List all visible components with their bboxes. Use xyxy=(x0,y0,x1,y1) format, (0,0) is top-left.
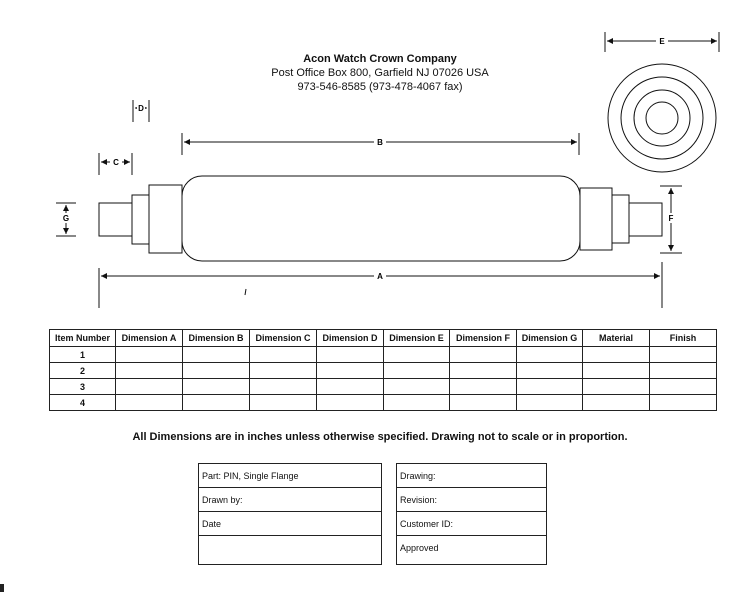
cell[interactable] xyxy=(449,394,517,411)
col-material: Material xyxy=(582,329,650,347)
row-item-number: 3 xyxy=(49,378,116,395)
dim-a-label: A xyxy=(377,272,383,281)
col-dimension-d: Dimension D xyxy=(316,329,384,347)
cell[interactable] xyxy=(516,394,583,411)
revision-field[interactable]: Revision: xyxy=(397,488,546,512)
cell[interactable] xyxy=(649,346,717,363)
dim-g-label: G xyxy=(63,214,69,223)
company-phone: 973-546-8585 (973-478-4067 fax) xyxy=(297,81,463,93)
title-block-left: Part: PIN, Single Flange Drawn by: Date xyxy=(198,463,382,565)
table-row: 4 xyxy=(49,394,717,411)
cell[interactable] xyxy=(115,362,183,379)
end-view-outer xyxy=(607,63,717,173)
cell[interactable] xyxy=(383,346,450,363)
col-dimension-g: Dimension G xyxy=(516,329,583,347)
dimensions-note: All Dimensions are in inches unless othe… xyxy=(132,431,628,443)
table-header-row: Item Number Dimension A Dimension B Dime… xyxy=(49,329,717,347)
cell[interactable] xyxy=(115,394,183,411)
cell[interactable] xyxy=(182,362,250,379)
right-collar xyxy=(611,194,630,244)
cell[interactable] xyxy=(516,346,583,363)
drawn-by-field[interactable]: Drawn by: xyxy=(199,488,381,512)
cell[interactable] xyxy=(383,378,450,395)
cell[interactable] xyxy=(649,362,717,379)
cell[interactable] xyxy=(182,378,250,395)
table-row: 1 xyxy=(49,346,717,363)
cell[interactable] xyxy=(249,362,317,379)
right-shaft xyxy=(628,202,663,237)
cell[interactable] xyxy=(316,378,384,395)
end-view-ring-2 xyxy=(620,76,704,160)
cell[interactable] xyxy=(249,378,317,395)
cell[interactable] xyxy=(582,346,650,363)
dimension-table: Item Number Dimension A Dimension B Dime… xyxy=(49,329,717,411)
cell[interactable] xyxy=(182,394,250,411)
left-shaft xyxy=(98,202,133,237)
blank-field[interactable] xyxy=(199,536,381,560)
company-name: Acon Watch Crown Company xyxy=(303,53,457,65)
cell[interactable] xyxy=(249,394,317,411)
customer-id-field[interactable]: Customer ID: xyxy=(397,512,546,536)
end-view-ring-3 xyxy=(633,89,691,147)
cell[interactable] xyxy=(516,362,583,379)
cell[interactable] xyxy=(383,362,450,379)
title-block-right: Drawing: Revision: Customer ID: Approved xyxy=(396,463,547,565)
cell[interactable] xyxy=(316,346,384,363)
cell[interactable] xyxy=(582,378,650,395)
row-item-number: 4 xyxy=(49,394,116,411)
left-flange xyxy=(148,184,183,254)
cell[interactable] xyxy=(449,362,517,379)
date-field[interactable]: Date xyxy=(199,512,381,536)
dim-b-label: B xyxy=(377,138,383,147)
cell[interactable] xyxy=(582,394,650,411)
dim-c-label: C xyxy=(113,158,119,167)
right-flange xyxy=(579,187,613,251)
dim-f-label: F xyxy=(669,214,674,223)
col-dimension-b: Dimension B xyxy=(182,329,250,347)
table-row: 2 xyxy=(49,362,717,379)
cell[interactable] xyxy=(649,394,717,411)
cell[interactable] xyxy=(649,378,717,395)
col-dimension-c: Dimension C xyxy=(249,329,317,347)
table-row: 3 xyxy=(49,378,717,395)
cell[interactable] xyxy=(449,378,517,395)
cell[interactable] xyxy=(182,346,250,363)
part-field[interactable]: Part: PIN, Single Flange xyxy=(199,464,381,488)
col-dimension-f: Dimension F xyxy=(449,329,517,347)
cell[interactable] xyxy=(516,378,583,395)
pin-body xyxy=(181,175,581,262)
cell[interactable] xyxy=(449,346,517,363)
col-item-number: Item Number xyxy=(49,329,116,347)
end-view-inner xyxy=(645,101,679,135)
row-item-number: 1 xyxy=(49,346,116,363)
cell[interactable] xyxy=(249,346,317,363)
col-dimension-a: Dimension A xyxy=(115,329,183,347)
cell[interactable] xyxy=(316,362,384,379)
cell[interactable] xyxy=(115,378,183,395)
col-finish: Finish xyxy=(649,329,717,347)
row-item-number: 2 xyxy=(49,362,116,379)
cell[interactable] xyxy=(582,362,650,379)
dim-d-label: D xyxy=(138,104,144,113)
col-dimension-e: Dimension E xyxy=(383,329,450,347)
company-address: Post Office Box 800, Garfield NJ 07026 U… xyxy=(271,67,489,79)
approved-field[interactable]: Approved xyxy=(400,543,439,553)
cell[interactable] xyxy=(316,394,384,411)
dim-e-label: E xyxy=(659,37,665,46)
cell[interactable] xyxy=(383,394,450,411)
cell[interactable] xyxy=(115,346,183,363)
drawing-field[interactable]: Drawing: xyxy=(397,464,546,488)
left-collar xyxy=(131,194,150,245)
